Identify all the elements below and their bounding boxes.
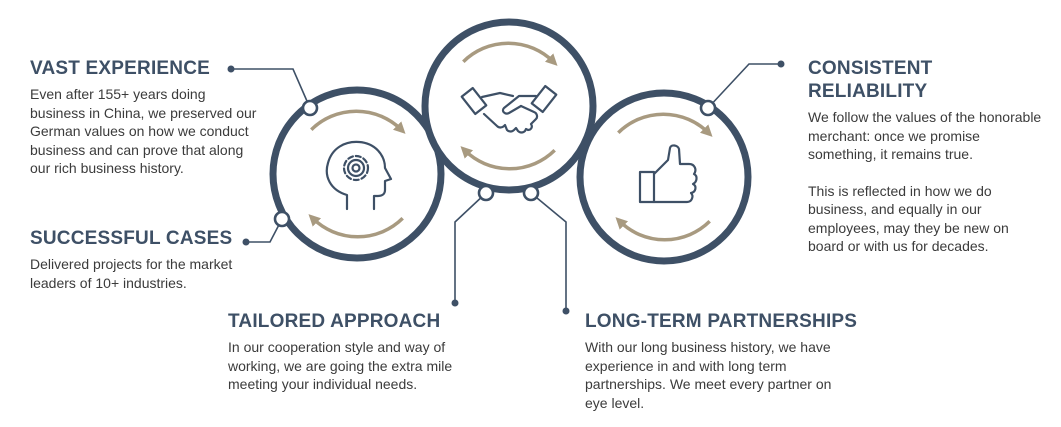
center-circle [421,18,597,194]
connector-long-term-partnerships [530,192,567,311]
successful-cases-title: SUCCESSFUL CASES [30,228,233,249]
dot-vast-experience-end [227,65,235,73]
tailored-approach-block: TAILORED APPROACH In our cooperation sty… [228,310,468,394]
handshake-icon [460,84,558,134]
connector-vast-experience [231,68,311,109]
left-circle [269,86,445,262]
long-term-partnerships-block: LONG-TERM PARTNERSHIPS With our long bus… [585,310,875,412]
long-term-partnerships-text: With our long business history, we have … [585,339,832,411]
thumbs-up-icon [638,144,698,204]
head-gear-icon [325,140,393,211]
consistent-reliability-block: CONSISTENT RELIABILITY We follow the val… [808,57,1048,256]
connector-dots [227,60,785,315]
dot-tailored-approach-node [477,184,495,202]
dot-successful-cases-end [242,238,250,246]
successful-cases-text: Delivered projects for the market leader… [30,256,233,291]
connector-successful-cases [246,218,283,243]
long-term-partnerships-title: LONG-TERM PARTNERSHIPS [585,311,858,332]
vast-experience-title: VAST EXPERIENCE [30,58,211,79]
tailored-approach-title: TAILORED APPROACH [228,311,441,332]
dot-consistent-reliability-end [777,60,785,68]
consistent-reliability-text-2: This is reflected in how we do business,… [808,182,1009,255]
vast-experience-block: VAST EXPERIENCE Even after 155+ years do… [30,57,258,178]
successful-cases-block: SUCCESSFUL CASES Delivered projects for … [30,227,258,292]
connector-consistent-reliability [707,63,781,109]
dot-consistent-reliability-node [699,99,717,117]
consistent-reliability-text: We follow the values of the honorable me… [808,108,1048,256]
tailored-approach-text: In our cooperation style and way of work… [228,339,453,392]
connector-tailored-approach [454,192,487,303]
dot-vast-experience-node [301,99,319,117]
right-circle [576,89,752,265]
consistent-reliability-text-1: We follow the values of the honorable me… [808,109,1042,162]
consistent-reliability-title: CONSISTENT RELIABILITY [808,58,933,102]
vast-experience-text: Even after 155+ years doing business in … [30,86,257,176]
dot-tailored-approach-end [451,299,459,307]
connector-lines [231,63,781,311]
dot-long-term-partnerships-node [522,184,540,202]
dot-successful-cases-node [273,210,291,228]
dot-long-term-partnerships-end [562,307,570,315]
